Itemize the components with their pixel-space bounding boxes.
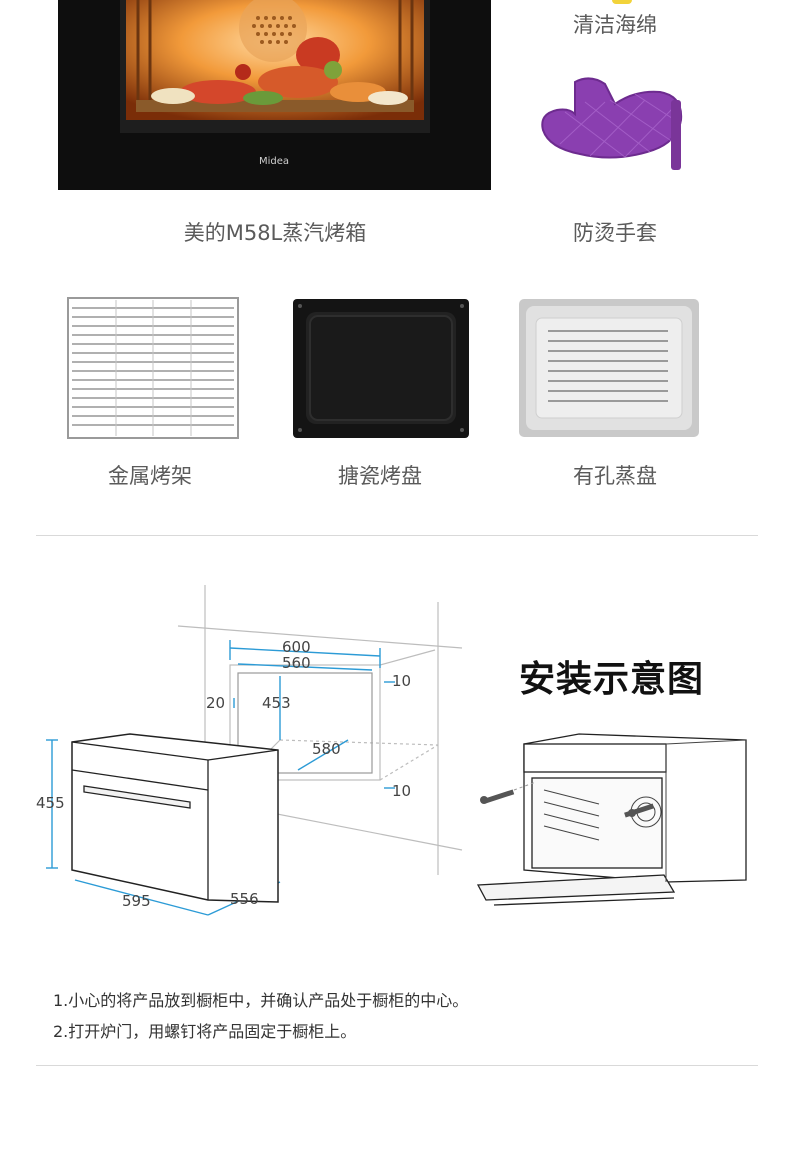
oven-caption: 美的M58L蒸汽烤箱: [183, 221, 367, 245]
metal-rack-caption: 金属烤架: [108, 464, 192, 488]
install-step-1: 1.小心的将产品放到橱柜中，并确认产品处于橱柜的中心。: [53, 991, 469, 1010]
section-divider-bottom: [36, 1065, 758, 1066]
dim-side-gap: 20: [206, 694, 225, 712]
oven-logo: Midea: [259, 156, 289, 167]
dim-453: 453: [262, 694, 291, 712]
metal-rack-image: [46, 288, 256, 443]
installation-oven-open-diagram: [474, 730, 750, 915]
enamel-tray-caption: 搪瓷烤盘: [338, 464, 422, 488]
dim-top-gap: 10: [392, 672, 411, 690]
dim-560: 560: [282, 654, 311, 672]
dim-455: 455: [36, 794, 65, 812]
perforated-tray-caption: 有孔蒸盘: [573, 464, 657, 488]
installation-title: 安装示意图: [519, 659, 705, 700]
sponge-image-edge: [612, 0, 632, 4]
installation-dimension-diagram: 600 560 10 20 453 580 10 455 595 556: [30, 580, 470, 925]
dim-556: 556: [230, 890, 259, 908]
install-step-2: 2.打开炉门，用螺钉将产品固定于橱柜上。: [53, 1022, 357, 1041]
enamel-tray-image: [292, 298, 472, 440]
sponge-caption: 清洁海绵: [573, 13, 657, 37]
dim-bottom-gap: 10: [392, 782, 411, 800]
dim-600: 600: [282, 638, 311, 656]
perforated-tray-image: [518, 298, 700, 438]
glove-caption: 防烫手套: [573, 221, 657, 245]
section-divider-top: [36, 535, 758, 536]
oven-product-image: Midea: [58, 0, 491, 190]
glove-image: [535, 72, 685, 182]
dim-580: 580: [312, 740, 341, 758]
dim-595: 595: [122, 892, 151, 910]
